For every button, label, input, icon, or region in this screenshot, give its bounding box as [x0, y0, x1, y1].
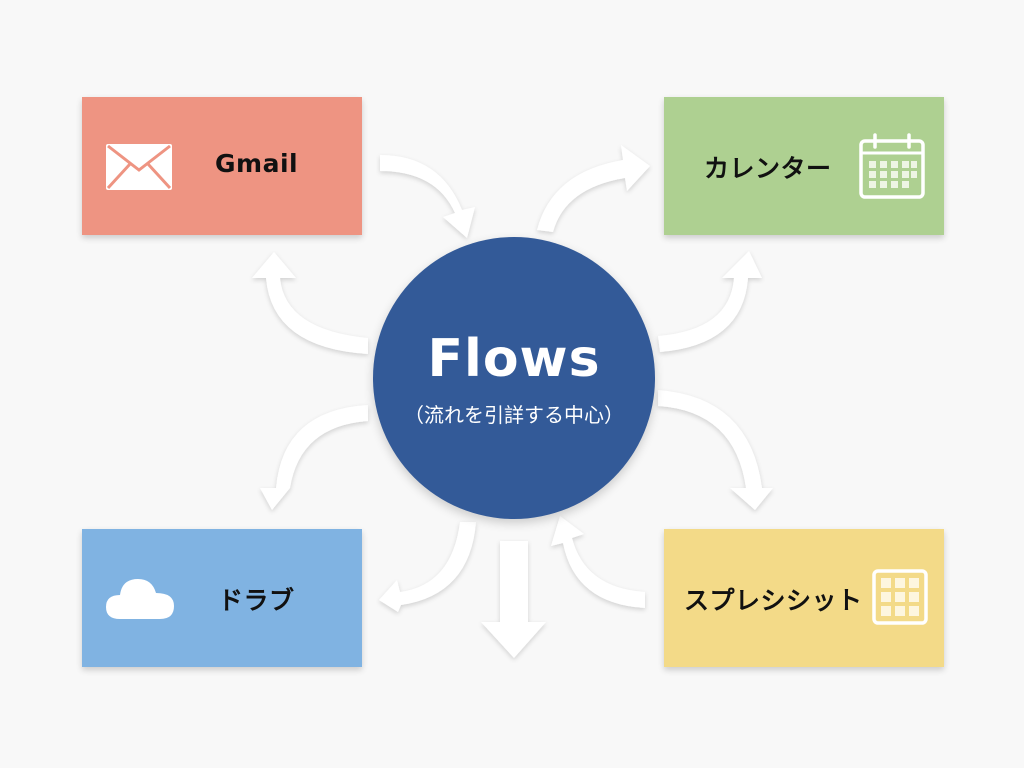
- arrow-gmail-to-hub: [380, 155, 475, 238]
- envelope-icon: [106, 144, 172, 194]
- arrow-sheets-to-hub: [551, 516, 645, 608]
- arrow-hub-to-calendar-top: [537, 145, 650, 232]
- arrow-hub-to-calendar-right: [658, 251, 762, 352]
- node-calendar[interactable]: カレンター: [664, 97, 944, 235]
- hub-subtitle: （流れを引詳する中心）: [404, 403, 624, 427]
- spreadsheet-grid-icon: [872, 569, 928, 629]
- node-label: カレンター: [704, 154, 832, 183]
- hub-flows[interactable]: Flows （流れを引詳する中心）: [373, 237, 655, 519]
- node-label: スプレシシット: [684, 586, 863, 615]
- arrow-hub-to-gmail: [252, 252, 368, 354]
- node-label: Gmail: [215, 149, 299, 178]
- cloud-icon: [106, 575, 174, 625]
- arrow-hub-to-drive-bottom: [379, 522, 476, 612]
- node-sheets[interactable]: スプレシシット: [664, 529, 944, 667]
- node-gmail[interactable]: Gmail: [82, 97, 362, 235]
- calendar-icon: [859, 133, 925, 203]
- node-label: ドラブ: [218, 586, 295, 615]
- arrow-hub-down: [481, 541, 546, 658]
- node-drive[interactable]: ドラブ: [82, 529, 362, 667]
- hub-title: Flows: [427, 329, 601, 389]
- arrow-hub-to-drive-left: [260, 405, 368, 510]
- arrow-hub-to-sheets: [658, 390, 773, 510]
